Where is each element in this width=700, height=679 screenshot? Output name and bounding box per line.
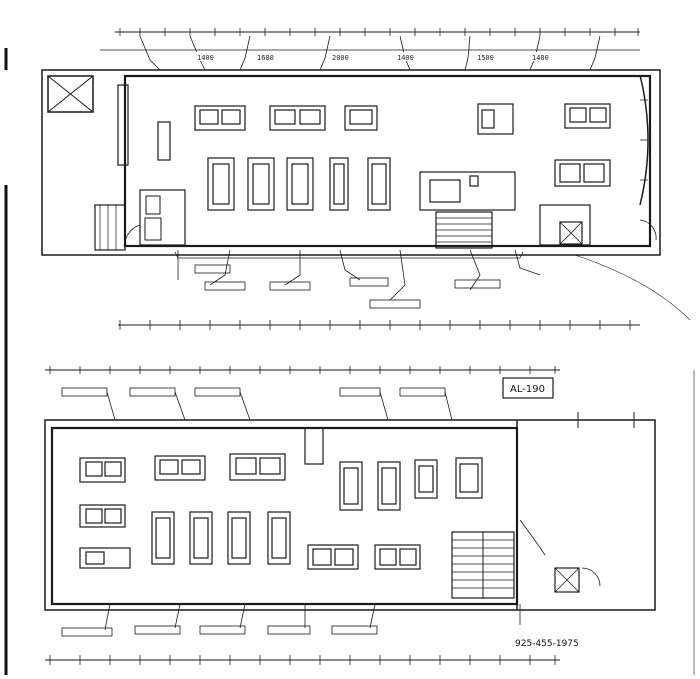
top-dimension-ruler bbox=[100, 28, 640, 51]
lower-bench-row-top bbox=[79, 453, 286, 528]
staircase-icon bbox=[435, 211, 493, 249]
upper-building-outline bbox=[41, 69, 661, 256]
scale-ruler-icon bbox=[118, 320, 640, 330]
dim-label: 1400 bbox=[397, 54, 414, 62]
lower-top-ruler bbox=[45, 366, 560, 374]
bottom-label-blocks bbox=[194, 264, 501, 309]
dim-label: 1500 bbox=[477, 54, 494, 62]
lower-island-benches bbox=[339, 457, 483, 511]
lower-top-leaders bbox=[61, 387, 453, 421]
elevator-shaft-icon bbox=[554, 567, 580, 593]
lower-vertical-benches bbox=[151, 511, 291, 565]
lower-bench-row-bottom bbox=[79, 544, 421, 570]
dim-label: 1600 bbox=[257, 54, 274, 62]
dim-label: 1400 bbox=[197, 54, 214, 62]
door-swing-icon bbox=[639, 219, 657, 241]
dim-label: 2000 bbox=[332, 54, 349, 62]
staircase-icon bbox=[451, 531, 515, 599]
lower-building-outline bbox=[44, 419, 656, 611]
elevator-shaft-icon bbox=[47, 75, 94, 113]
upper-bench-row bbox=[194, 103, 611, 135]
lower-floor-plan bbox=[44, 366, 656, 665]
upper-island-benches bbox=[207, 157, 391, 211]
dim-label: 1400 bbox=[532, 54, 549, 62]
drawing-stamp bbox=[502, 377, 554, 399]
reference-note: 925-455-1975 bbox=[515, 639, 579, 649]
lower-right-annex bbox=[519, 519, 601, 593]
lower-bottom-leaders bbox=[61, 603, 521, 637]
upper-inner-wall bbox=[123, 74, 652, 248]
drawing-stamp-label: AL-190 bbox=[510, 384, 545, 395]
top-dim-labels bbox=[195, 52, 572, 61]
bottom-leader-lines bbox=[177, 249, 541, 301]
upper-floor-plan: 1400 1600 2000 1400 1500 1400 bbox=[41, 28, 691, 321]
upper-right-zone bbox=[419, 159, 611, 246]
lower-bottom-ruler bbox=[45, 655, 560, 665]
left-stair-zone bbox=[94, 204, 126, 251]
